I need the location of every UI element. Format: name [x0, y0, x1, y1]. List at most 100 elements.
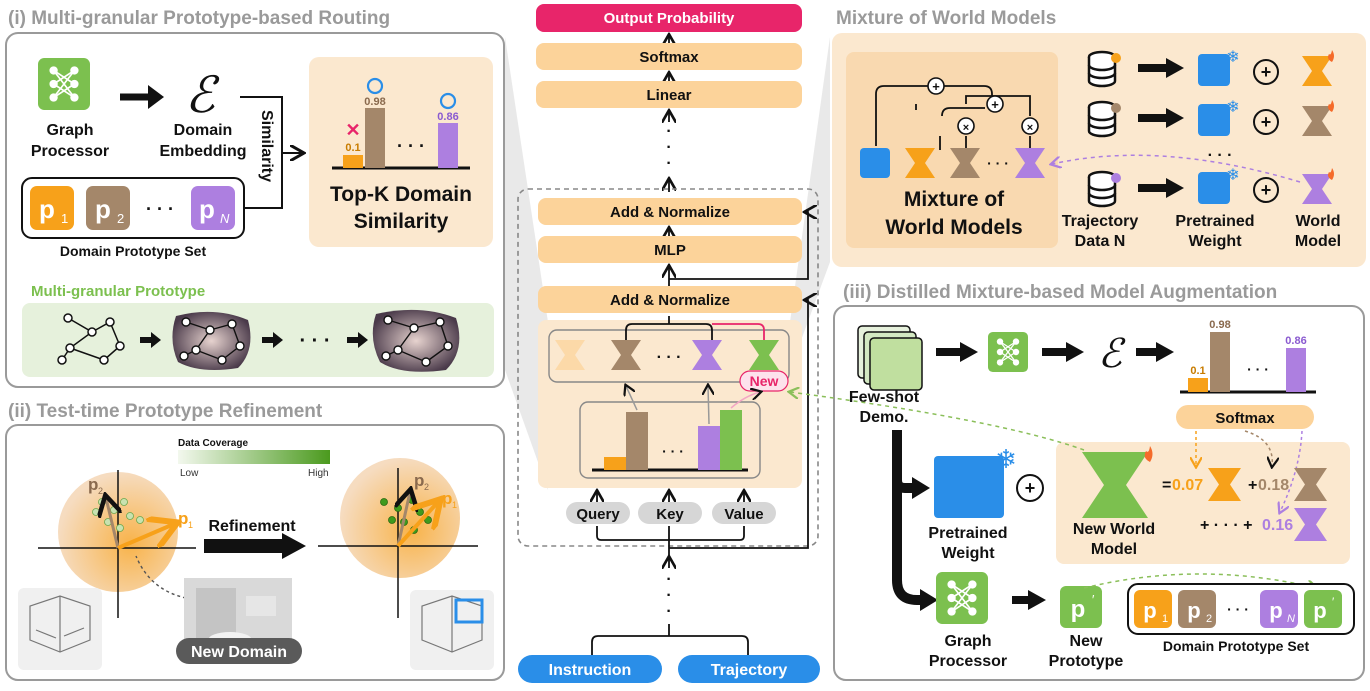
green-dashed-link: [790, 392, 1085, 451]
p2-label-after: p: [414, 471, 424, 490]
aug-value-1: 0.1: [1190, 365, 1205, 377]
svg-text:·: ·: [666, 139, 671, 156]
aug-softmax-pill: [1176, 405, 1314, 429]
trajectory-label: Trajectory: [711, 662, 788, 679]
aug-flow-arrows: [892, 430, 922, 605]
aug-bar-1: [1188, 378, 1208, 392]
database-icon-1: [1087, 50, 1121, 88]
svg-text:2: 2: [98, 486, 103, 496]
prototype-set-label: Domain Prototype Set: [60, 243, 207, 259]
new-domain-pill: [176, 638, 302, 664]
svg-text:· · ·: · · ·: [1247, 361, 1269, 377]
svg-text:2: 2: [424, 482, 429, 492]
strip-dots: · · ·: [299, 330, 330, 352]
prototype-dots: · · ·: [146, 199, 174, 219]
svg-text:1: 1: [452, 500, 457, 510]
plus-dots: + · · · +: [1200, 517, 1252, 534]
svg-text:❄: ❄: [1226, 49, 1239, 66]
svg-text:·: ·: [666, 571, 671, 588]
prototype-p2: [86, 186, 130, 230]
coef-3: 0.16: [1262, 517, 1293, 534]
mix-weight-icon: [860, 148, 890, 178]
new-world-model-label-1: New World: [1073, 521, 1155, 538]
topk-bar-1: [343, 155, 363, 168]
new-prototype-icon: [1060, 586, 1102, 628]
world-model-label-1: World: [1295, 213, 1340, 230]
graph-processor-label-2: Processor: [31, 143, 109, 160]
expert-box: [548, 329, 790, 383]
residual-top: [669, 212, 808, 280]
instruction-pill: [518, 655, 662, 683]
mlp-label: MLP: [654, 242, 686, 259]
topk-label-2: Similarity: [354, 210, 449, 233]
topk-box: [309, 57, 493, 247]
svg-text:· · ·: · · ·: [1227, 601, 1249, 617]
add-normalize-top-block: [538, 198, 802, 225]
times-node-icon-2: [1021, 117, 1039, 135]
graph-blob-icon: [172, 311, 251, 370]
topk-value-2: 0.98: [364, 96, 385, 108]
circle-check-icon-1: [366, 77, 384, 95]
linear-label: Linear: [646, 87, 691, 104]
value-label: Value: [724, 506, 763, 523]
aug-bar-3: [1286, 348, 1306, 392]
aug-pretrained-label-1: Pretrained: [928, 525, 1007, 542]
circle-check-icon-2: [439, 92, 457, 110]
svg-text:2: 2: [1206, 613, 1212, 625]
arrowhead-gp-embed: [148, 85, 164, 109]
room-illustration-icon-1: [18, 588, 102, 670]
mix-pretrained-label-2: Weight: [1188, 233, 1242, 250]
similarity-label: Similarity: [258, 110, 275, 182]
svg-text:p: p: [1187, 598, 1200, 623]
fewshot-stack-icon: [857, 325, 923, 391]
flame-icons: [1328, 50, 1334, 180]
svg-text:·: ·: [666, 123, 671, 140]
trajectory-data-label-1: Trajectory: [1062, 213, 1139, 230]
prototype-p1-sub: 1: [61, 211, 68, 226]
aug-value-3: 0.86: [1285, 335, 1306, 347]
refinement-label: Refinement: [208, 518, 296, 535]
router-bar-2: [626, 412, 648, 470]
prototype-p1: [30, 186, 74, 230]
add-normalize-bottom-block: [538, 286, 802, 313]
database-icon-3: [1087, 170, 1121, 208]
coverage-gradient: [178, 450, 330, 464]
multigranular-label: Multi-granular Prototype: [31, 283, 205, 300]
svg-text:+: +: [991, 97, 999, 112]
new-badge: [739, 370, 789, 392]
svg-text:′: ′: [1332, 595, 1335, 609]
prototype-pN-letter: p: [199, 194, 215, 224]
prototype-set-box: [21, 177, 245, 239]
svg-text:p: p: [1143, 598, 1156, 623]
room-illustration-icon-2: [410, 590, 494, 670]
eq-sign: =: [1162, 477, 1171, 494]
transformer-layer-frame: [517, 188, 819, 547]
topk-value-3: 0.86: [437, 111, 458, 123]
query-label: Query: [576, 506, 620, 523]
svg-text:+: +: [1261, 180, 1272, 200]
mixture-label-1: Mixture of: [904, 188, 1005, 211]
svg-text:+: +: [932, 79, 940, 94]
router-bar-4: [720, 410, 742, 470]
new-prototype-label-2: Prototype: [1049, 653, 1124, 670]
linear-block: [536, 81, 802, 108]
value-pill: [712, 502, 776, 524]
topk-bar-2: [365, 108, 385, 168]
new-prototype-letter: p: [1071, 596, 1086, 623]
p2-label-before: p: [88, 475, 98, 494]
graph-processor-label-1: Graph: [46, 122, 93, 139]
instruction-label: Instruction: [549, 662, 632, 679]
topk-value-1: 0.1: [345, 142, 360, 154]
add-normalize-bottom-label: Add & Normalize: [610, 292, 730, 309]
svg-text:· · ·: · · ·: [1208, 147, 1233, 164]
prototype-p1-letter: p: [39, 194, 55, 224]
coef-2: 0.18: [1258, 477, 1289, 494]
svg-text:×: ×: [1027, 122, 1033, 134]
fewshot-label-2: Demo.: [860, 409, 909, 426]
aug-embedding-icon: ℰ: [1098, 332, 1126, 376]
aug-graph-processor-icon: [987, 331, 1029, 373]
svg-text:1: 1: [188, 520, 193, 530]
embedding-symbol-icon: ℰ: [185, 67, 220, 123]
svg-text:·: ·: [666, 603, 671, 620]
